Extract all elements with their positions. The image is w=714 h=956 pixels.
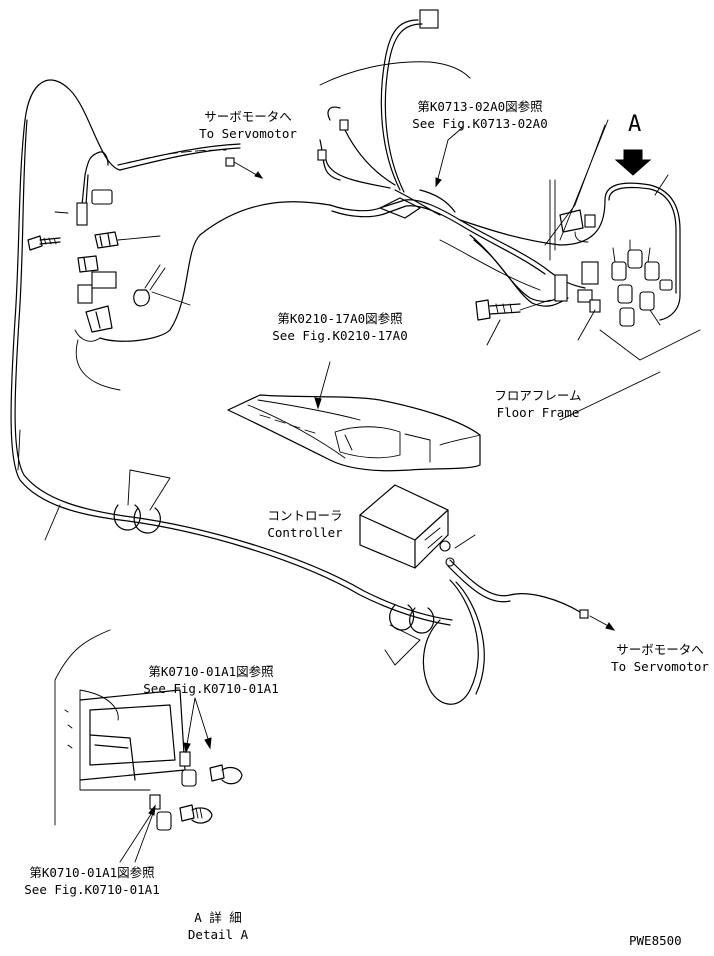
ref-k0713-en: See Fig.K0713-02A0 — [412, 116, 548, 131]
detail-a-title-en: Detail A — [187, 927, 249, 942]
harness-left-loop — [10, 79, 451, 626]
detail-a-title-jp: A 詳 細 — [194, 910, 242, 925]
ref-k0710-lower-en: See Fig.K0710-01A1 — [24, 882, 160, 897]
servo-top-label-jp: サーボモータへ — [204, 109, 292, 124]
servo-bottom-label-en: To Servomotor — [611, 659, 709, 674]
controller-label-en: Controller — [267, 525, 343, 540]
servo-bottom-label-jp: サーボモータへ — [616, 642, 704, 657]
controller-label-jp: コントローラ — [267, 508, 343, 523]
ref-k0710-upper-jp: 第K0710-01A1図参照 — [148, 664, 274, 679]
servo-top-label-en: To Servomotor — [199, 126, 297, 141]
ref-k0210-jp: 第K0210-17A0図参照 — [277, 311, 403, 326]
ref-k0210-en: See Fig.K0210-17A0 — [272, 328, 408, 343]
ref-k0713-jp: 第K0713-02A0図参照 — [417, 99, 543, 114]
controller-box — [359, 484, 449, 569]
floor-frame-outline — [227, 394, 481, 472]
detail-a-outline — [54, 629, 151, 826]
floor-frame-label-en: Floor Frame — [496, 405, 580, 420]
ref-k0710-lower-jp: 第K0710-01A1図参照 — [29, 865, 155, 880]
drawing-code: PWE8500 — [629, 933, 682, 948]
floor-frame-label-jp: フロアフレーム — [494, 388, 582, 403]
detail-a-marker: A — [628, 112, 642, 137]
ref-k0710-upper-en: See Fig.K0710-01A1 — [143, 681, 279, 696]
